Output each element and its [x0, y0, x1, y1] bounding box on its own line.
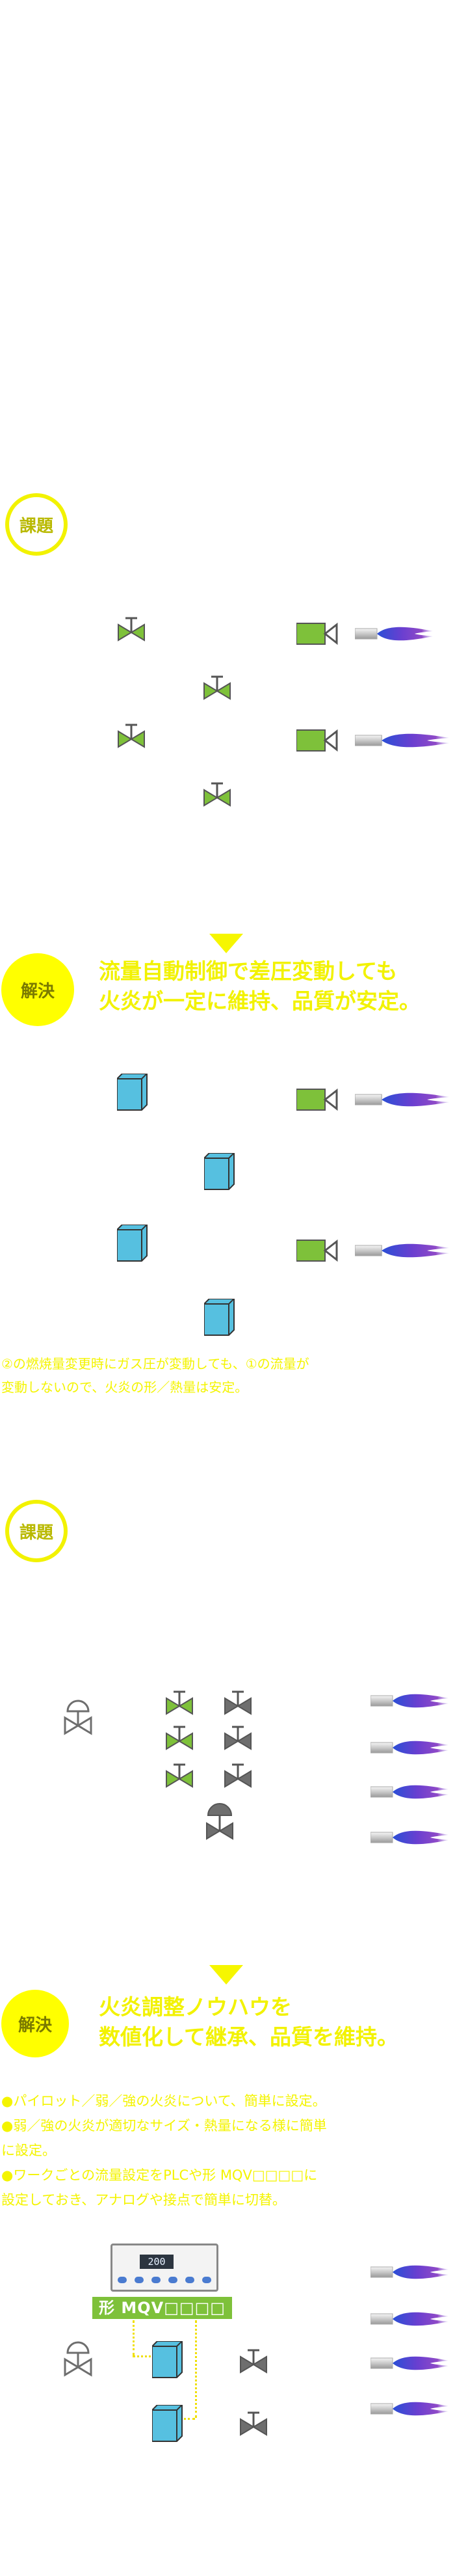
burner-flame-icon — [355, 627, 434, 641]
burner-flame-icon — [370, 1830, 449, 1845]
solution-badge: 解決 — [1, 1990, 69, 2057]
solution-badge-label: 解決 — [20, 981, 55, 1001]
bullet-item: ●パイロット／弱／強の火炎について、簡単に設定。 — [1, 2093, 326, 2109]
valve-icon — [165, 1763, 194, 1788]
controller-keys — [118, 2277, 211, 2285]
burner-flame-icon — [355, 1092, 450, 1107]
solution-heading: 流量自動制御で差圧変動しても 火炎が一定に維持、品質が安定。 — [99, 956, 421, 1016]
solution-heading-line: 火炎調整ノウハウを — [99, 1994, 292, 2020]
controller-unit: 200 — [110, 2244, 218, 2292]
issue-badge: 課題 — [5, 1500, 68, 1562]
issue-badge-label: 課題 — [19, 516, 53, 536]
solution-heading-line: 流量自動制御で差圧変動しても — [99, 958, 398, 984]
bullet-item: 設定しておき、アナログや接点で簡単に切替。 — [1, 2192, 286, 2208]
regulator-valve-icon — [64, 2341, 92, 2376]
flow-controller-icon — [117, 1225, 148, 1262]
solution-heading: 火炎調整ノウハウを 数値化して継承、品質を維持。 — [99, 1992, 398, 2052]
burner-flame-icon — [370, 1741, 449, 1755]
bullet-item: に設定。 — [1, 2143, 56, 2158]
flow-controller-icon — [152, 2341, 183, 2378]
solution-badge-label: 解決 — [18, 2015, 52, 2035]
valve-icon — [203, 782, 231, 807]
burner-flame-icon — [355, 1243, 450, 1258]
signal-line — [133, 2355, 156, 2357]
valve-icon — [117, 617, 146, 642]
flow-controller-icon — [204, 1153, 235, 1190]
flow-controller-icon — [152, 2405, 183, 2442]
signal-line — [176, 2418, 195, 2420]
controller-display: 200 — [140, 2255, 174, 2269]
flow-meter-icon — [296, 1239, 338, 1262]
solution-note: ②の燃焼量変更時にガス圧が変動しても、①の流量が 変動しないので、火炎の形／熱量… — [1, 1352, 309, 1399]
down-arrow-icon — [209, 1965, 243, 1985]
bullet-item: ●弱／強の火炎が適切なサイズ・熱量になる様に簡単 — [1, 2118, 327, 2134]
valve-icon — [224, 1690, 252, 1715]
burner-flame-icon — [370, 2356, 449, 2370]
flow-meter-icon — [296, 1088, 338, 1111]
valve-icon — [239, 2349, 268, 2374]
valve-icon — [165, 1726, 194, 1750]
issue-badge: 課題 — [5, 493, 68, 556]
valve-icon — [224, 1763, 252, 1788]
regulator-valve-icon — [64, 1700, 92, 1735]
flow-controller-icon — [204, 1299, 235, 1336]
valve-icon — [239, 2411, 268, 2436]
solution-bullets: ●パイロット／弱／強の火炎について、簡単に設定。 ●弱／強の火炎が適切なサイズ・… — [1, 2089, 327, 2212]
burner-flame-icon — [370, 1694, 449, 1708]
flow-meter-icon — [296, 729, 338, 752]
valve-icon — [117, 724, 146, 748]
burner-flame-icon — [370, 2312, 449, 2326]
burner-flame-icon — [370, 2265, 449, 2279]
flow-controller-icon — [117, 1074, 148, 1111]
main-valve-icon — [205, 1802, 234, 1840]
solution-heading-line: 火炎が一定に維持、品質が安定。 — [99, 988, 421, 1014]
valve-icon — [165, 1690, 194, 1715]
down-arrow-icon — [209, 934, 243, 953]
burner-flame-icon — [370, 1785, 449, 1799]
signal-line — [195, 2320, 197, 2418]
bullet-item: ●ワークごとの流量設定をPLCや形 MQV□□□□に — [1, 2167, 318, 2183]
solution-badge: 解決 — [1, 953, 74, 1026]
valve-icon — [203, 675, 231, 700]
flow-meter-icon — [296, 622, 338, 645]
burner-flame-icon — [355, 733, 450, 748]
valve-icon — [224, 1726, 252, 1750]
solution-heading-line: 数値化して継承、品質を維持。 — [99, 2024, 399, 2050]
solution-note-line: ②の燃焼量変更時にガス圧が変動しても、①の流量が — [1, 1356, 309, 1372]
product-label: 形 MQV□□□□ — [92, 2297, 232, 2319]
solution-note-line: 変動しないので、火炎の形／熱量は安定。 — [1, 1379, 248, 1395]
signal-line — [133, 2320, 135, 2355]
burner-flame-icon — [370, 2402, 449, 2416]
issue-badge-label: 課題 — [19, 1523, 53, 1543]
